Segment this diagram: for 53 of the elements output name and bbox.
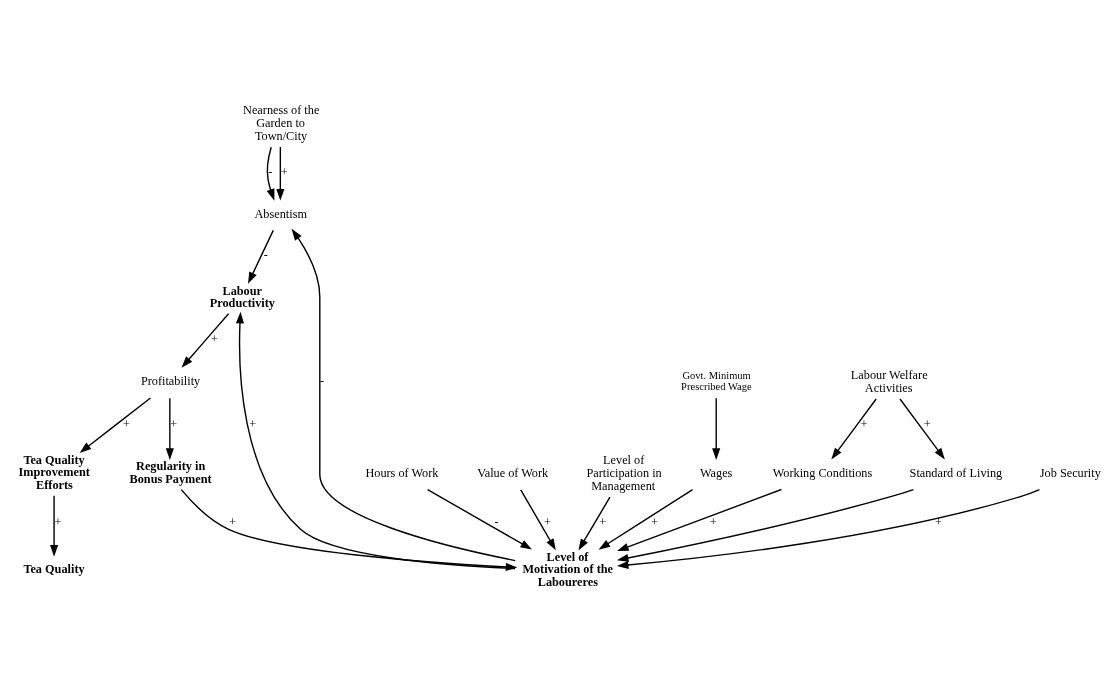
arrow <box>598 488 694 550</box>
edge-label: - <box>263 248 268 263</box>
arrow <box>291 228 516 562</box>
arrow <box>79 397 152 453</box>
arrow <box>266 146 275 201</box>
edge-label: + <box>709 515 717 530</box>
node-text: Tea Quality Improvement Efforts <box>18 453 90 492</box>
node-text: Level of Participation in Management <box>586 452 662 494</box>
edge-label: + <box>54 515 62 530</box>
node-text: Hours of Work <box>365 465 439 480</box>
edge-label: + <box>935 515 942 530</box>
arrow <box>712 397 721 460</box>
node-text: Absentism <box>254 206 307 221</box>
edge-label: + <box>249 416 257 431</box>
node-text: Wages <box>699 465 733 480</box>
arrow <box>165 397 174 460</box>
node-text: Labour Productivity <box>209 283 275 310</box>
arrow <box>248 229 274 284</box>
edge-label: - <box>268 165 273 180</box>
edge-label: + <box>860 416 868 431</box>
edge-label: + <box>229 515 237 530</box>
arrow <box>616 488 915 562</box>
node-text: Nearness of the Garden to Town/City <box>243 102 320 144</box>
arrow <box>50 494 59 557</box>
node-text: Regularity in Bonus Payment <box>129 459 212 486</box>
node-text: Profitability <box>140 374 201 389</box>
arrow <box>426 488 532 550</box>
arrow <box>520 489 556 551</box>
arrow <box>831 398 877 460</box>
arrow <box>617 488 783 552</box>
edge-label: + <box>650 515 658 530</box>
node-text: Standard of Living <box>909 465 1003 480</box>
arrow <box>616 488 1041 569</box>
edge-label: + <box>170 416 178 431</box>
node-text: Govt. Minimum Prescribed Wage <box>681 370 752 393</box>
edge-label: + <box>543 515 551 530</box>
node-text: Value of Work <box>477 465 549 480</box>
arrow <box>899 398 945 460</box>
edge-label: + <box>280 165 288 180</box>
edge-label: - <box>494 515 499 530</box>
node-text: Working Conditions <box>772 465 873 480</box>
node-text: Tea Quality <box>23 561 85 576</box>
edge-label: + <box>599 515 607 530</box>
node-text: Job Security <box>1039 465 1101 480</box>
node-text: Level of Motivation of the Laboureres <box>522 550 614 589</box>
edge-label: + <box>210 331 218 346</box>
edge-label: - <box>319 374 325 389</box>
edge-label: + <box>122 416 130 431</box>
arrow <box>276 146 285 201</box>
arrow <box>181 313 230 368</box>
edge-label: + <box>923 416 931 431</box>
node-text: Labour Welfare Activities <box>850 367 928 395</box>
arrow <box>578 496 611 551</box>
